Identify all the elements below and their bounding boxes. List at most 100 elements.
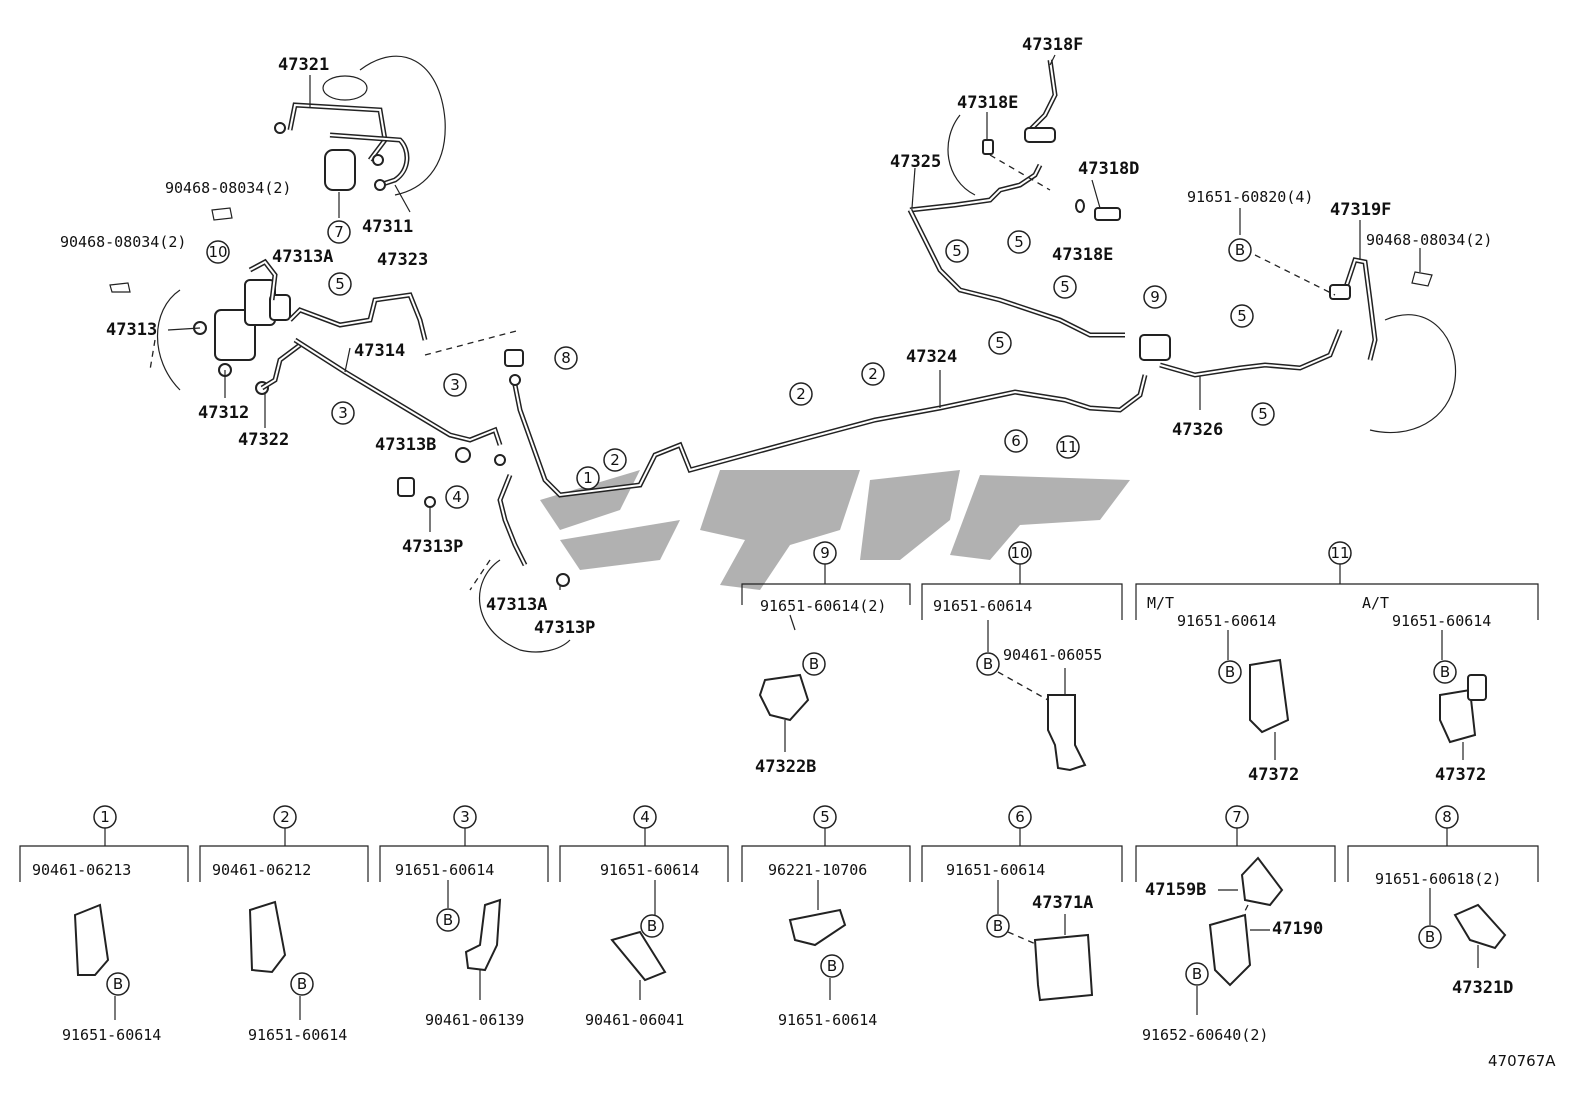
svg-text:7: 7 <box>334 223 344 241</box>
svg-text:10: 10 <box>1010 544 1029 562</box>
label-47323: 47323 <box>377 250 428 270</box>
label-47318F: 47318F <box>1022 35 1083 55</box>
svg-text:4: 4 <box>640 808 650 826</box>
detail-3: 3 91651-60614 B 90461-06139 <box>379 805 549 1029</box>
svg-text:5: 5 <box>335 275 345 293</box>
label-47313P: 47313P <box>402 537 463 557</box>
callout-11: 11 <box>1056 435 1080 459</box>
svg-text:B: B <box>1440 663 1450 681</box>
part-labels-top: 47321 4 7 3 11 90468-08034(2) 90468-08034(2… <box>60 35 1492 638</box>
svg-text:91651-60614: 91651-60614 <box>248 1026 347 1044</box>
svg-text:47322B: 47322B <box>755 757 816 777</box>
callout-5: 5 <box>945 239 969 263</box>
callout-10: 10 <box>206 240 230 264</box>
svg-text:3: 3 <box>450 376 460 394</box>
callout-6: 6 <box>1004 429 1028 453</box>
svg-text:47190: 47190 <box>1272 919 1323 939</box>
svg-text:2: 2 <box>610 451 620 469</box>
label-91651-60820: 91651-60820(4) <box>1187 188 1313 206</box>
label-47312: 47312 <box>198 403 249 423</box>
callout-8: 8 <box>554 346 578 370</box>
callout-b: B <box>1228 238 1252 262</box>
callout-9: 9 <box>1143 285 1167 309</box>
svg-text:B: B <box>1425 928 1435 946</box>
detail-4: 4 91651-60614 B 90461-06041 <box>559 805 729 1029</box>
svg-text:2: 2 <box>796 385 806 403</box>
front-left-brake-assembly <box>149 55 446 391</box>
label-47322: 47322 <box>238 430 289 450</box>
svg-text:91651-60614: 91651-60614 <box>1177 612 1276 630</box>
svg-text:47372: 47372 <box>1435 765 1486 785</box>
label-47326: 47326 <box>1172 420 1223 440</box>
svg-text:B: B <box>993 917 1003 935</box>
label-47313P-2: 47313P <box>534 618 595 638</box>
detail-6: 6 91651-60614 B 47371A <box>921 805 1123 1002</box>
svg-text:7: 7 <box>1232 808 1242 826</box>
svg-text:10: 10 <box>208 243 227 261</box>
svg-text:91651-60614: 91651-60614 <box>778 1011 877 1029</box>
callout-2: 2 <box>789 382 813 406</box>
svg-text:5: 5 <box>1258 405 1268 423</box>
svg-text:5: 5 <box>1237 307 1247 325</box>
svg-text:91651-60614: 91651-60614 <box>600 861 699 879</box>
label-47318E: 47318E <box>957 93 1018 113</box>
diagram-ref: 470767A <box>1488 1052 1556 1070</box>
label-47313A-2: 47313A <box>486 595 547 615</box>
svg-text:96221-10706: 96221-10706 <box>768 861 867 879</box>
detail-2: 2 90461-06212 B 91651-60614 <box>199 805 369 1044</box>
detail-1: 1 90461-06213 B 91651-60614 <box>19 805 189 1044</box>
label-47324: 47324 <box>906 347 957 367</box>
label-47313: 47313 <box>106 320 157 340</box>
svg-text:90461-06055: 90461-06055 <box>1003 646 1102 664</box>
detail-10: 10 91651-60614 B 90461-06055 <box>921 541 1123 772</box>
svg-text:5: 5 <box>1014 233 1024 251</box>
svg-text:B: B <box>1225 663 1235 681</box>
svg-text:B: B <box>297 975 307 993</box>
label-90468a: 90468-08034(2) <box>165 179 291 197</box>
svg-text:91651-60614: 91651-60614 <box>946 861 1045 879</box>
svg-text:90461-06139: 90461-06139 <box>425 1011 524 1029</box>
callout-5: 5 <box>1007 230 1031 254</box>
svg-text:B: B <box>1192 965 1202 983</box>
svg-text:5: 5 <box>995 334 1005 352</box>
svg-text:B: B <box>647 917 657 935</box>
svg-text:6: 6 <box>1011 432 1021 450</box>
svg-text:4: 4 <box>452 488 462 506</box>
svg-text:3: 3 <box>338 404 348 422</box>
valve-cluster <box>193 258 302 395</box>
svg-text:B: B <box>443 911 453 929</box>
callout-5: 5 <box>1230 304 1254 328</box>
label-47321: 47321 <box>278 55 329 75</box>
label-90468b: 90468-08034(2) <box>60 233 186 251</box>
detail-7: 7 47159B 47190 B 91652-60640(2) <box>1135 805 1336 1044</box>
callout-7: 7 <box>327 220 351 244</box>
svg-text:11: 11 <box>1058 438 1077 456</box>
master-cylinder-pipes <box>274 102 410 191</box>
svg-text:47371A: 47371A <box>1032 893 1093 913</box>
svg-text:2: 2 <box>868 365 878 383</box>
svg-text:1: 1 <box>583 469 593 487</box>
svg-text:2: 2 <box>280 808 290 826</box>
label-47319F: 47319F <box>1330 200 1391 220</box>
svg-text:8: 8 <box>1442 808 1452 826</box>
svg-text:91651-60614: 91651-60614 <box>1392 612 1491 630</box>
svg-text:A/T: A/T <box>1362 594 1389 612</box>
label-47325: 47325 <box>890 152 941 172</box>
svg-text:9: 9 <box>1150 288 1160 306</box>
detail-11: 11 M/T A/T 91651-60614 91651-60614 B 473… <box>1135 541 1539 785</box>
svg-text:1: 1 <box>100 808 110 826</box>
label-47314: 47314 <box>354 341 405 361</box>
svg-text:B: B <box>113 975 123 993</box>
svg-text:90461-06213: 90461-06213 <box>32 861 131 879</box>
svg-text:5: 5 <box>952 242 962 260</box>
svg-text:B: B <box>983 655 993 673</box>
label-47313A: 47313A <box>272 247 333 267</box>
svg-text:90461-06212: 90461-06212 <box>212 861 311 879</box>
callout-3: 3 <box>443 373 467 397</box>
callout-2: 2 <box>861 362 885 386</box>
callout-5: 5 <box>328 272 352 296</box>
detail-9: 9 91651-60614(2) B 47322B <box>741 541 911 777</box>
svg-text:47321D: 47321D <box>1452 978 1513 998</box>
svg-text:90461-06041: 90461-06041 <box>585 1011 684 1029</box>
svg-text:47159B: 47159B <box>1145 880 1206 900</box>
